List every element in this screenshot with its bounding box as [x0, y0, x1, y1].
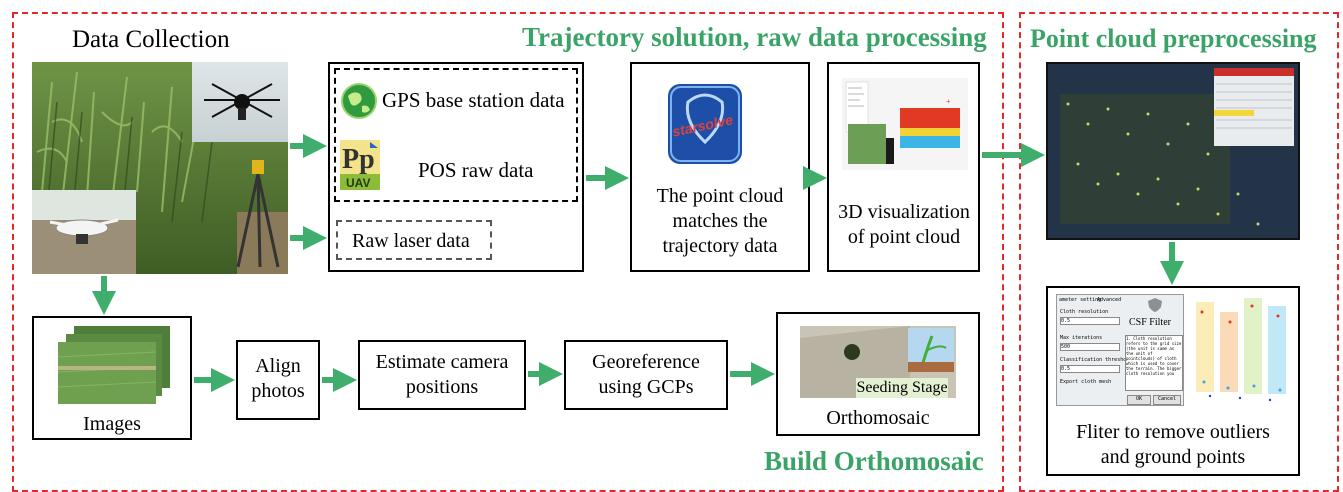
csf-description: 1. Cloth resolution refers to the grid s… [1125, 335, 1183, 391]
svg-text:Pp: Pp [342, 144, 375, 175]
pos-uav-icon: Pp UAV [340, 140, 380, 190]
max-iterations-label: Max iterations [1060, 335, 1103, 341]
estimate-camera-box [358, 340, 526, 410]
max-iterations-field[interactable]: 500 [1060, 343, 1120, 351]
georeference-box [564, 340, 728, 410]
align-photos-box [236, 340, 320, 420]
pos-label: POS raw data [418, 158, 534, 182]
raw-laser-label: Raw laser data [352, 230, 470, 252]
seeding-stage-label: Seeding Stage [856, 378, 948, 398]
csf-ok-button[interactable]: OK [1127, 395, 1151, 405]
csf-tab-2[interactable]: Advanced [1097, 297, 1122, 303]
point-cloud-screenshot [1046, 62, 1300, 240]
gps-globe-icon [340, 82, 378, 120]
starsolve-logo-icon: starsolve [666, 82, 744, 166]
orthomosaic-label: Orthomosaic [826, 407, 930, 429]
raw-laser-box [336, 220, 492, 260]
csf-tab-1[interactable]: ameter setting [1059, 297, 1102, 303]
cloth-resolution-label: Cloth resolution [1060, 309, 1109, 315]
pos-uav-text: UAV [346, 176, 370, 190]
svg-text:+: + [946, 97, 951, 106]
data-collection-title: Data Collection [72, 26, 230, 53]
point-cloud-section-title: Point cloud preprocessing [1030, 24, 1317, 53]
trajectory-match-label: The point cloud matches the trajectory d… [656, 185, 784, 257]
visualization-screenshot: + [842, 78, 968, 170]
raw-data-dashed-group [334, 68, 578, 202]
filtered-point-cloud-image [1190, 292, 1296, 408]
csf-filter-title: CSF Filter [1129, 317, 1171, 328]
class-threshold-label: Classification threshold [1060, 357, 1133, 363]
visualization-label: 3D visualization of point cloud [838, 201, 970, 248]
trajectory-section-title: Trajectory solution, raw data processing [522, 22, 987, 52]
georeference-label: Georeference using GCPs [592, 351, 700, 398]
csf-cancel-button[interactable]: Cancel [1153, 395, 1181, 405]
data-collection-photo [32, 62, 288, 274]
align-photos-label: Align photos [251, 355, 305, 402]
filter-label: Fliter to remove outliers and ground poi… [1076, 421, 1270, 468]
cloth-resolution-field[interactable]: 0.5 [1060, 317, 1120, 325]
images-label: Images [83, 413, 141, 435]
csf-shield-icon [1147, 297, 1163, 313]
csf-dialog: ameter setting Advanced Cloth resolution… [1056, 294, 1184, 406]
class-threshold-field[interactable]: 0.5 [1060, 365, 1120, 373]
orthomosaic-section-title: Build Orthomosaic [764, 446, 984, 476]
images-stack [56, 322, 176, 408]
estimate-camera-label: Estimate camera positions [375, 351, 509, 398]
gps-label: GPS base station data [382, 88, 565, 112]
export-cloth-mesh-checkbox[interactable]: Export cloth mesh [1060, 379, 1112, 385]
